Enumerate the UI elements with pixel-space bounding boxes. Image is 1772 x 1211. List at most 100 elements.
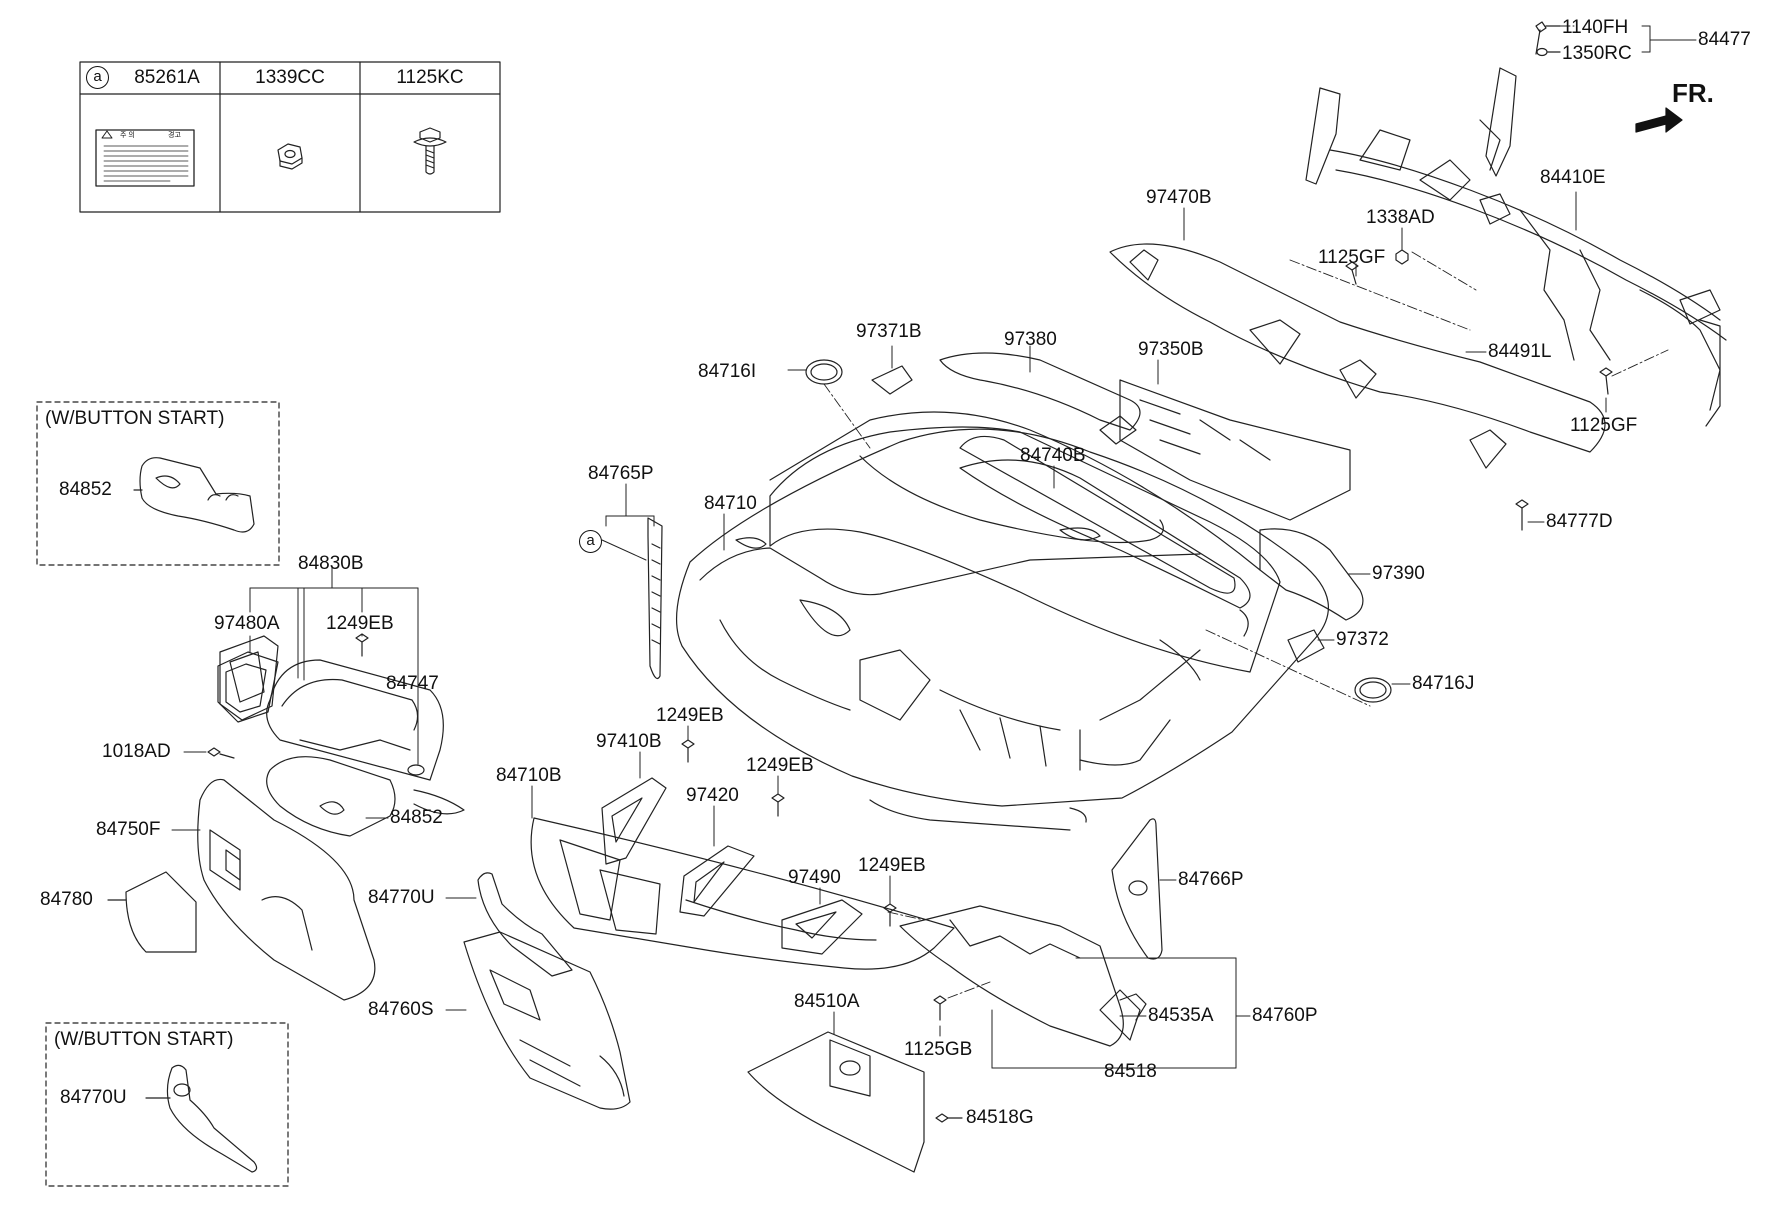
label-84765P: 84765P: [588, 463, 654, 484]
label-84770U: 84770U: [368, 887, 435, 908]
caution-label-heading: 주 의: [120, 132, 135, 139]
label-1249EB-b: 1249EB: [656, 705, 724, 726]
label-84510A: 84510A: [794, 991, 860, 1012]
label-97372: 97372: [1336, 629, 1389, 650]
label-84747: 84747: [386, 673, 439, 694]
grommet-84716J: [1354, 677, 1392, 703]
label-84535A: 84535A: [1148, 1005, 1214, 1026]
cluster-fascia-84830B: [217, 651, 465, 837]
glove-box-housing-84760P: [899, 905, 1147, 1047]
lower-crash-pad-84760S: [463, 931, 631, 1110]
vent-97410B: [601, 777, 667, 865]
label-84710B: 84710B: [496, 765, 562, 786]
washer-1350RC: [1536, 47, 1561, 57]
label-97410B: 97410B: [596, 731, 662, 752]
label-84716I: 84716I: [698, 361, 757, 382]
glove-box-84510A: [747, 1031, 925, 1173]
front-direction-label: FR.: [1672, 78, 1714, 108]
label-84777D: 84777D: [1546, 511, 1613, 532]
inset-1-part: 84852: [59, 479, 112, 500]
label-97420: 97420: [686, 785, 739, 806]
side-panel-84770U: [477, 872, 573, 977]
vent-97480A: [219, 635, 279, 721]
label-97380: 97380: [1004, 329, 1057, 350]
label-84780: 84780: [40, 889, 93, 910]
label-1249EB-c: 1249EB: [746, 755, 814, 776]
label-84760S: 84760S: [368, 999, 434, 1020]
label-84760P: 84760P: [1252, 1005, 1318, 1026]
label-1338AD: 1338AD: [1366, 207, 1435, 228]
clip-84747: [407, 764, 425, 776]
duct-97470B: [1109, 243, 1606, 469]
inset-1-caption: (W/BUTTON START): [45, 408, 225, 429]
label-97350B: 97350B: [1138, 339, 1204, 360]
key-col-1-part: 85261A: [134, 67, 200, 88]
side-trim-84765P: [647, 517, 663, 679]
label-1125GF-a: 1125GF: [1318, 247, 1386, 268]
inset-2-part: 84770U: [60, 1087, 127, 1108]
alignment-lines: [823, 25, 1669, 999]
label-84766P: 84766P: [1178, 869, 1244, 890]
label-1125GB: 1125GB: [904, 1039, 973, 1060]
label-84750F: 84750F: [96, 819, 161, 840]
label-1018AD: 1018AD: [102, 741, 171, 762]
screw-1249EB-a: [355, 633, 369, 657]
screw-84518G: [935, 1113, 963, 1123]
label-1125GF-b: 1125GF: [1570, 415, 1638, 436]
screw-1018AD: [207, 747, 235, 759]
cowl-crossmember-84410E: [1305, 67, 1727, 427]
flange-screw-drawing: [413, 127, 447, 175]
label-1249EB-a: 1249EB: [326, 613, 394, 634]
label-97371B: 97371B: [856, 321, 922, 342]
key-col-2-part: 1339CC: [255, 67, 325, 88]
leader-lines: [171, 25, 1697, 1069]
bolt-1125GF-b: [1599, 367, 1613, 395]
vent-97420: [679, 845, 755, 917]
label-84852: 84852: [390, 807, 443, 828]
key-col-3-part: 1125KC: [396, 67, 464, 88]
nut-1338AD: [1395, 249, 1409, 265]
label-84716J: 84716J: [1412, 673, 1475, 694]
lower-panel-84750F: [197, 778, 376, 1001]
label-84740B: 84740B: [1020, 445, 1086, 466]
bolt-1125GF-a: [1345, 261, 1359, 285]
label-84491L: 84491L: [1488, 341, 1552, 362]
grommet-84716I: [805, 359, 843, 385]
label-84830B: 84830B: [298, 553, 364, 574]
cover-84780: [107, 871, 197, 953]
key-marker: a: [86, 66, 109, 89]
label-1249EB-d: 1249EB: [858, 855, 926, 876]
label-97390: 97390: [1372, 563, 1425, 584]
bolt-84777D: [1515, 499, 1529, 531]
inset-box-button-start-panel: [45, 1022, 289, 1187]
vent-97371B: [871, 365, 913, 395]
inset-box-button-start-cover: [36, 401, 280, 566]
duct-97350B: [1119, 379, 1351, 521]
label-84518G: 84518G: [966, 1107, 1034, 1128]
vent-97490: [781, 899, 863, 955]
crash-pad-84710: [675, 411, 1329, 831]
side-cover-84766P: [1111, 818, 1163, 960]
hex-nut-drawing: [277, 143, 303, 170]
screw-1249EB-c: [771, 793, 785, 817]
screw-1125GB: [933, 995, 947, 1021]
front-direction-arrow: [1635, 107, 1683, 133]
label-84410E: 84410E: [1540, 167, 1606, 188]
caution-label-drawing: [95, 129, 195, 187]
label-84518: 84518: [1104, 1061, 1157, 1082]
screw-1249EB-d: [883, 903, 897, 927]
label-97490: 97490: [788, 867, 841, 888]
caution-label-warning: 경고: [168, 132, 181, 139]
inset-2-caption: (W/BUTTON START): [54, 1029, 234, 1050]
screw-1249EB-b: [681, 739, 695, 763]
label-84710: 84710: [704, 493, 757, 514]
upper-dash-panel-84740B: [769, 426, 1281, 673]
label-1350RC: 1350RC: [1562, 43, 1632, 64]
vent-97372: [1287, 629, 1325, 663]
reference-marker-a: a: [579, 530, 602, 553]
label-84477: 84477: [1698, 29, 1751, 50]
label-97480A: 97480A: [214, 613, 280, 634]
bolt-1140FH: [1535, 21, 1561, 55]
duct-97380: [939, 352, 1141, 445]
